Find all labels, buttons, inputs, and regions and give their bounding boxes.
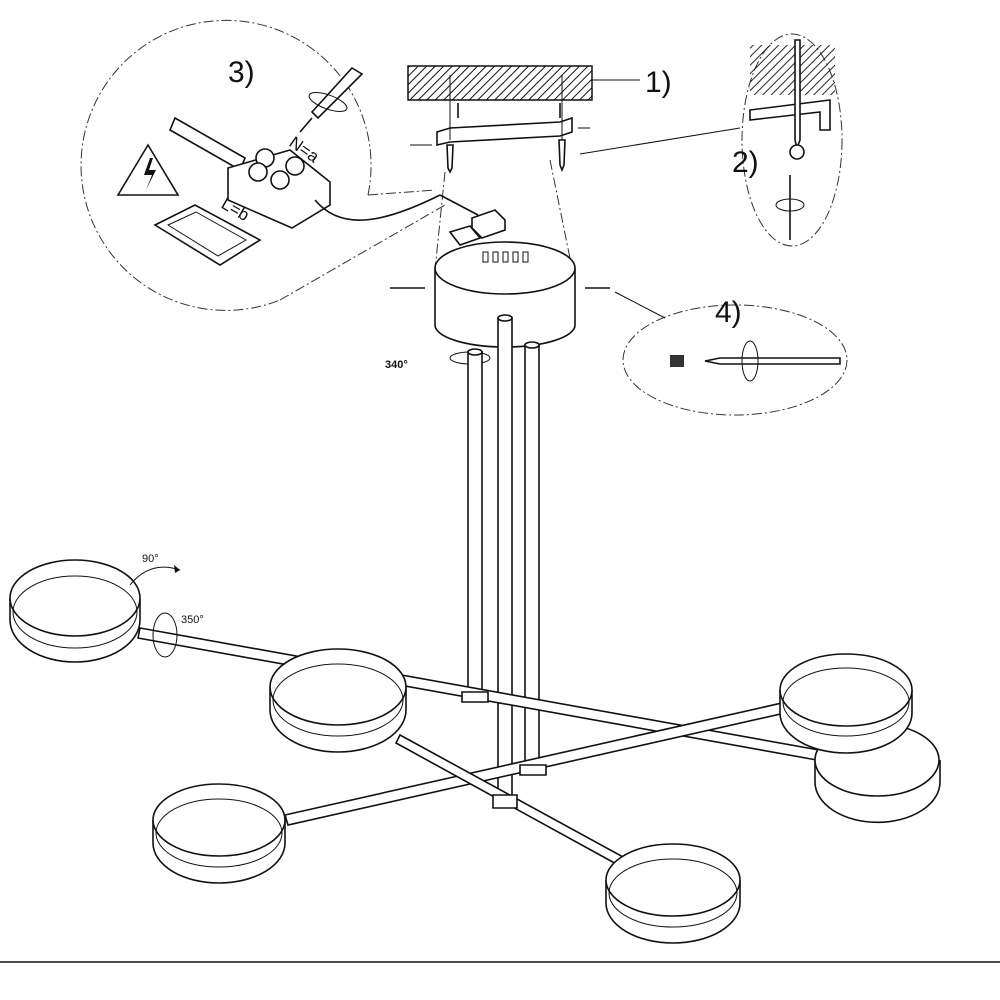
callout-step-4: 4) <box>614 291 848 416</box>
light-head <box>152 783 286 884</box>
light-head <box>9 559 141 663</box>
light-head <box>779 653 913 754</box>
rotation-arrows: 90° 350° <box>129 553 204 658</box>
step-4-label: 4) <box>715 296 742 329</box>
head-tilt-label: 90° <box>142 553 159 565</box>
suspension-rods <box>467 314 540 799</box>
step-1-label: 1) <box>645 66 672 99</box>
step-2-label: 2) <box>732 146 759 179</box>
light-head <box>269 648 407 753</box>
electric-hazard-icon <box>116 143 180 196</box>
callout-step-3: 3) N=a L=b <box>80 19 446 311</box>
light-head <box>605 843 741 944</box>
callout-step-2: 2) <box>579 33 843 247</box>
head-spin-label: 350° <box>181 614 204 626</box>
canopy: 340° <box>385 241 610 371</box>
step-3-label: 3) <box>228 56 255 89</box>
terminal-block-icon <box>227 148 441 229</box>
screw-icon <box>446 139 566 174</box>
screwdriver-icon <box>299 66 364 133</box>
canopy-rotation-label: 340° <box>385 359 408 371</box>
ceiling-block <box>407 65 640 101</box>
mounting-bracket <box>410 75 590 147</box>
